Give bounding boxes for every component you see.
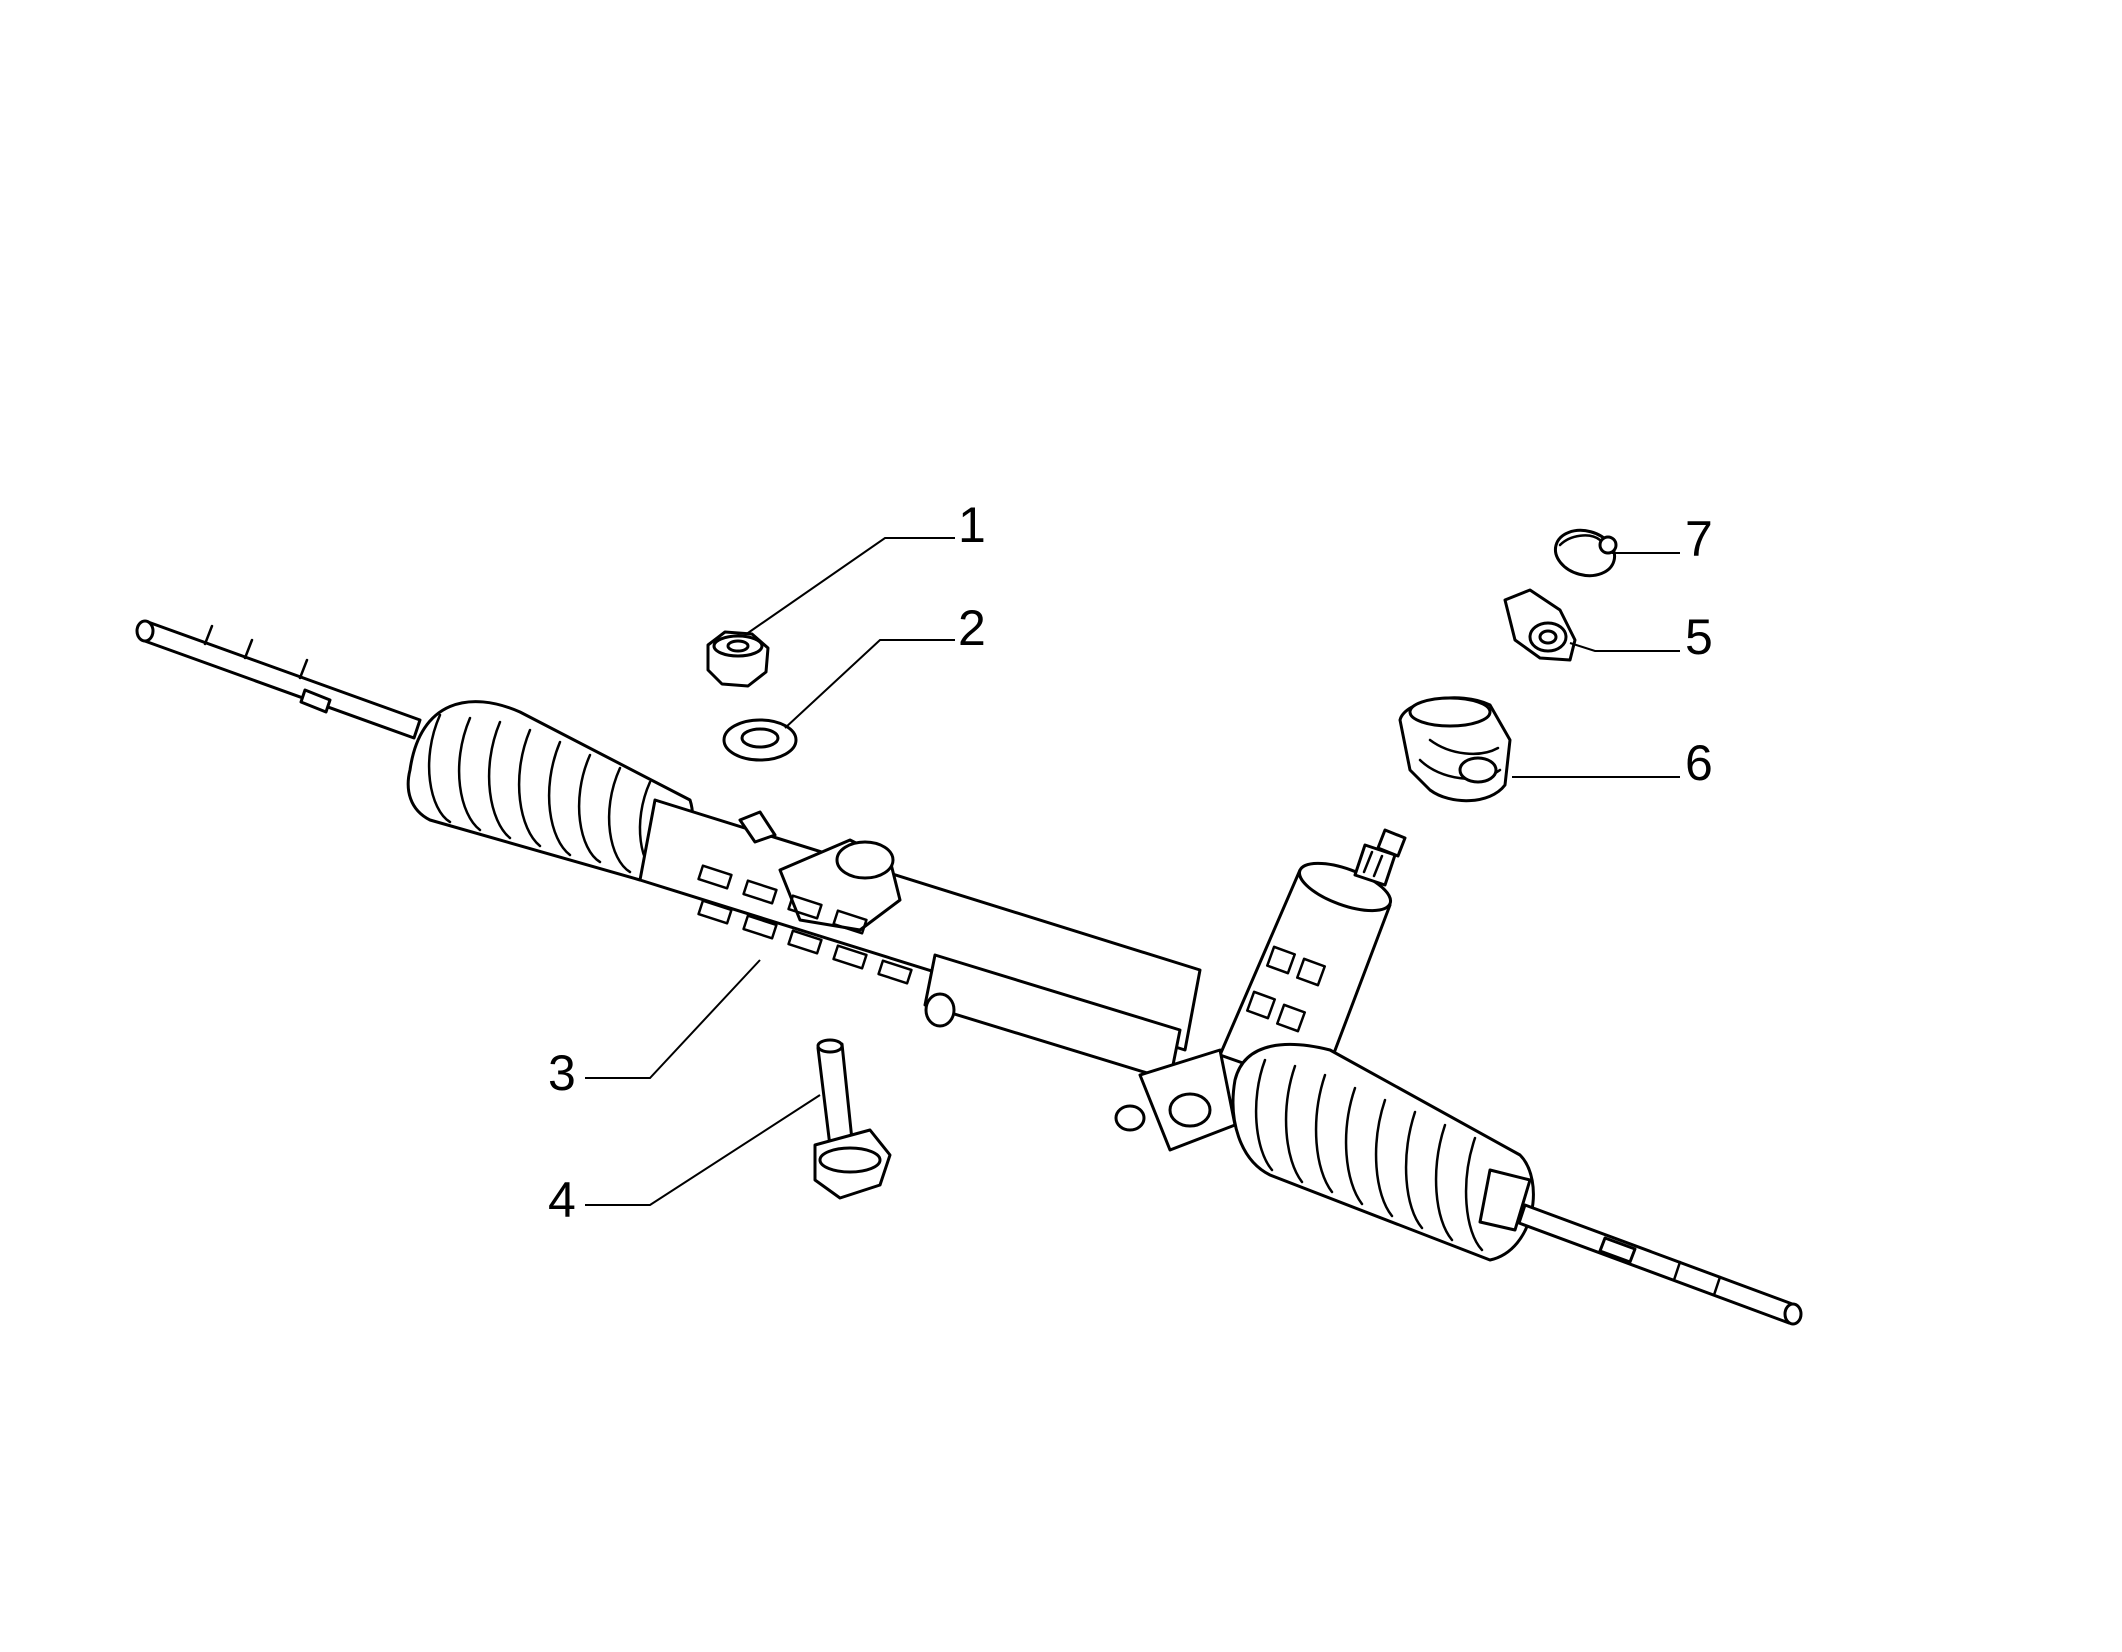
- callout-3: 3: [548, 1045, 576, 1101]
- callout-1: 1: [958, 497, 986, 553]
- washer-part: [722, 718, 798, 762]
- left-tie-rod: [135, 619, 422, 740]
- callout-6: 6: [1685, 735, 1713, 791]
- leader-4: [585, 1094, 821, 1206]
- flange-bolt-part: [813, 1038, 892, 1200]
- leader-1: [744, 537, 955, 636]
- callout-4: 4: [548, 1172, 576, 1228]
- leader-5: [1569, 642, 1680, 652]
- nut-part: [706, 630, 770, 688]
- right-tie-rod: [1517, 1203, 1803, 1326]
- callout-2: 2: [958, 600, 986, 656]
- pinion-valve-housing: [1114, 828, 1407, 1152]
- clip-part: [1553, 528, 1618, 578]
- clamp-nut-part: [1503, 588, 1577, 662]
- rack-housing: [638, 798, 1202, 1082]
- pinion-seal-boot-part: [1398, 696, 1512, 803]
- leader-lines: [585, 537, 1680, 1206]
- right-bellows-boot: [1231, 1042, 1535, 1262]
- left-bellows-boot: [406, 700, 695, 882]
- callout-labels: 1 2 3 4 5 6 7: [548, 497, 1713, 1228]
- callout-5: 5: [1685, 609, 1713, 665]
- leader-3: [585, 959, 761, 1079]
- leader-2: [784, 639, 955, 729]
- callout-7: 7: [1685, 511, 1713, 567]
